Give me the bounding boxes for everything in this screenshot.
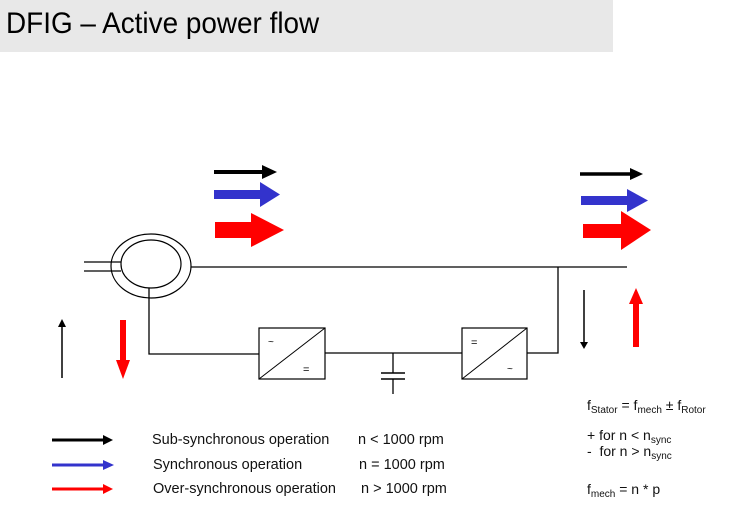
legend-label-sub-synchronous: Sub-synchronous operation — [152, 432, 330, 448]
legend-condition-synchronous: n = 1000 rpm — [359, 457, 445, 473]
ac-symbol: ~ — [507, 364, 513, 375]
formula-mech-frequency: fmech = n * p — [587, 481, 661, 500]
arrow-sub-synchronous — [214, 165, 277, 179]
rotor-connection — [148, 288, 259, 355]
rotor-side-converter: ~ = — [258, 327, 326, 380]
legend-label-synchronous: Synchronous operation — [153, 457, 303, 473]
grid-power-arrows — [580, 168, 651, 250]
formula-stator-frequency: fStator = fmech ± fRotor — [587, 397, 706, 416]
formula-plus-condition: + for n < nsync — [587, 427, 672, 446]
dc-symbol: = — [303, 364, 309, 376]
legend-arrow-sub-synchronous — [52, 435, 113, 445]
title-bar: DFIG – Active power flow — [0, 0, 613, 52]
stator-power-arrows — [214, 165, 284, 247]
arrow-synchronous — [214, 182, 280, 207]
legend-label-over-synchronous: Over-synchronous operation — [153, 481, 336, 497]
rotor-power-arrow-up — [58, 319, 66, 378]
capacitor-icon — [381, 353, 405, 394]
legend-condition-sub-synchronous: n < 1000 rpm — [358, 432, 444, 448]
arrow-over-synchronous — [583, 211, 651, 250]
arrow-synchronous — [581, 189, 648, 212]
ac-symbol: ~ — [268, 337, 274, 348]
arrow-over-synchronous — [215, 213, 284, 247]
grid-side-converter: = ~ — [461, 327, 528, 380]
generator — [84, 233, 192, 299]
legend-condition-over-synchronous: n > 1000 rpm — [361, 481, 447, 497]
rotor-power-arrow-down — [116, 320, 130, 379]
legend-arrow-synchronous — [52, 460, 114, 470]
grid-converter-arrow-down — [580, 290, 588, 349]
formula-minus-condition: - for n > nsync — [587, 443, 672, 462]
grid-converter-connection — [527, 267, 559, 354]
legend-arrow-over-synchronous — [52, 484, 113, 494]
page-title: DFIG – Active power flow — [6, 7, 320, 40]
dc-symbol: = — [471, 337, 477, 349]
grid-converter-arrow-up — [629, 288, 643, 347]
arrow-sub-synchronous — [580, 168, 643, 180]
